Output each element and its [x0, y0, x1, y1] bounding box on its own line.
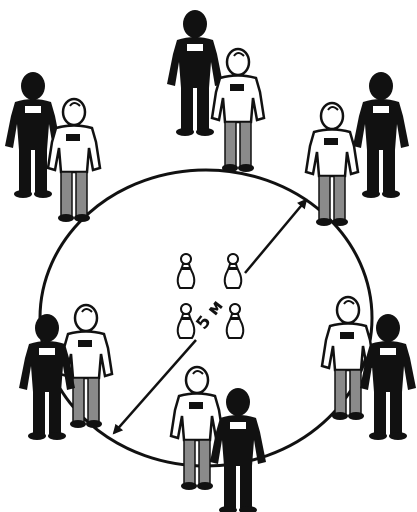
light-player	[48, 99, 100, 222]
dark-player	[5, 72, 61, 198]
light-player	[171, 367, 223, 490]
bowling-pin	[178, 254, 195, 288]
dark-player	[19, 314, 75, 440]
dark-player	[353, 72, 409, 198]
light-player	[306, 103, 358, 226]
light-player	[212, 49, 264, 172]
bowling-pin	[178, 304, 195, 338]
diameter-arrow	[245, 200, 306, 273]
distance-label: 5 м	[192, 296, 227, 333]
bowling-pin	[225, 254, 242, 288]
bowling-pin	[227, 304, 244, 338]
